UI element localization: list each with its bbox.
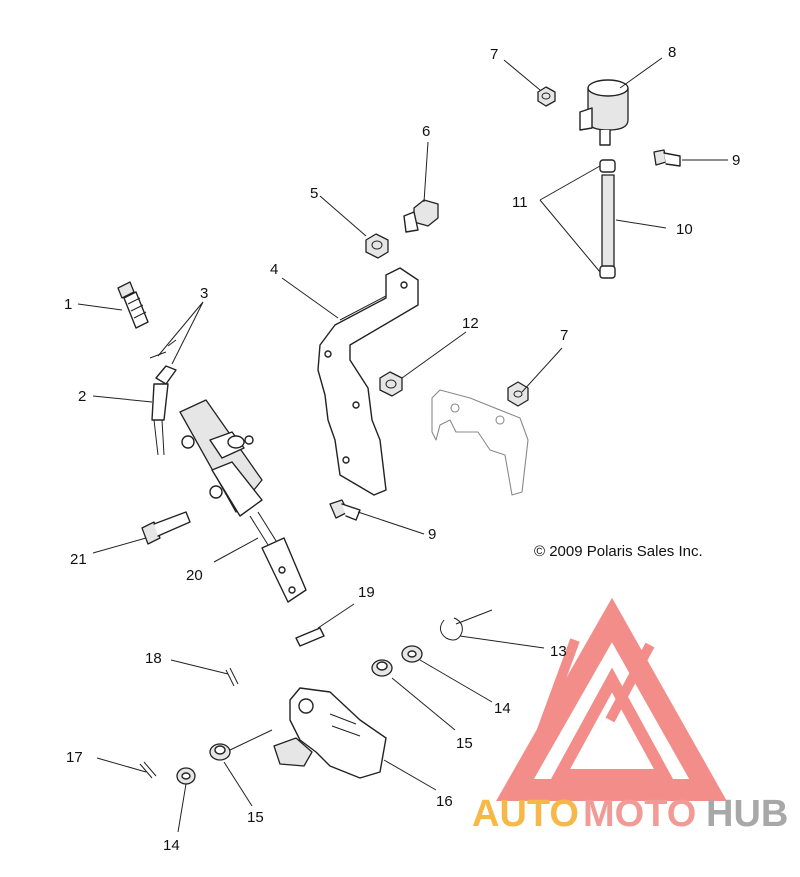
part-clips xyxy=(149,339,177,359)
callout-14-left: 14 xyxy=(163,837,180,854)
callout-9-top: 9 xyxy=(732,152,740,169)
part-hose xyxy=(599,159,616,279)
part-nut-5 xyxy=(365,233,389,259)
callout-21: 21 xyxy=(70,551,87,568)
callout-17: 17 xyxy=(66,749,83,766)
callout-14-right: 14 xyxy=(494,700,511,717)
watermark-logo xyxy=(496,597,727,801)
part-nut-12 xyxy=(379,371,403,397)
part-washer-right xyxy=(401,645,423,663)
part-bolt-mid xyxy=(329,499,361,521)
part-bushing-left xyxy=(209,743,231,761)
callout-5: 5 xyxy=(310,185,318,202)
callout-2: 2 xyxy=(78,388,86,405)
callout-1: 1 xyxy=(64,296,72,313)
part-chassis-ghost xyxy=(431,389,529,496)
part-nut-mid xyxy=(507,381,529,407)
part-pin-19 xyxy=(295,627,325,647)
callout-11: 11 xyxy=(512,194,528,211)
watermark-hub: HUB xyxy=(706,793,788,835)
part-cotter-17 xyxy=(139,761,157,779)
callout-9-mid: 9 xyxy=(428,526,436,543)
part-spring xyxy=(440,617,463,641)
watermark-text: AUTO MOTO HUB xyxy=(472,793,788,835)
copyright-note: © 2009 Polaris Sales Inc. xyxy=(534,543,703,560)
part-bolt-top xyxy=(653,149,681,167)
callout-18: 18 xyxy=(145,650,162,667)
callout-7-mid: 7 xyxy=(560,327,568,344)
callout-4: 4 xyxy=(270,261,278,278)
callout-15-right: 15 xyxy=(456,735,473,752)
part-bushing-right xyxy=(371,659,393,677)
part-washer-left xyxy=(176,767,196,785)
callout-19: 19 xyxy=(358,584,375,601)
watermark-moto: MOTO xyxy=(583,793,696,835)
callout-8: 8 xyxy=(668,44,676,61)
callout-3: 3 xyxy=(200,285,208,302)
callout-13: 13 xyxy=(550,643,567,660)
part-banjo-bolt xyxy=(403,199,439,233)
callout-16: 16 xyxy=(436,793,453,810)
part-master-cylinder xyxy=(179,399,307,603)
watermark-auto: AUTO xyxy=(472,793,579,835)
part-bolt-21 xyxy=(141,511,191,545)
callout-15-left: 15 xyxy=(247,809,264,826)
callout-6: 6 xyxy=(422,123,430,140)
callout-12: 12 xyxy=(462,315,479,332)
callout-20: 20 xyxy=(186,567,203,584)
part-nut-top xyxy=(537,86,556,107)
callout-10: 10 xyxy=(676,221,693,238)
leader-lines xyxy=(77,57,728,833)
part-fitting xyxy=(117,281,149,329)
callout-numbers: 1 2 3 4 5 6 7 7 8 9 9 10 11 12 13 14 14 … xyxy=(64,44,740,854)
part-brake-line xyxy=(151,365,177,456)
callout-7-top: 7 xyxy=(490,46,498,63)
part-reservoir xyxy=(579,79,629,146)
part-clutch-pedal xyxy=(273,687,387,779)
part-cotter-18 xyxy=(225,667,239,687)
part-mount-bracket xyxy=(317,267,419,496)
